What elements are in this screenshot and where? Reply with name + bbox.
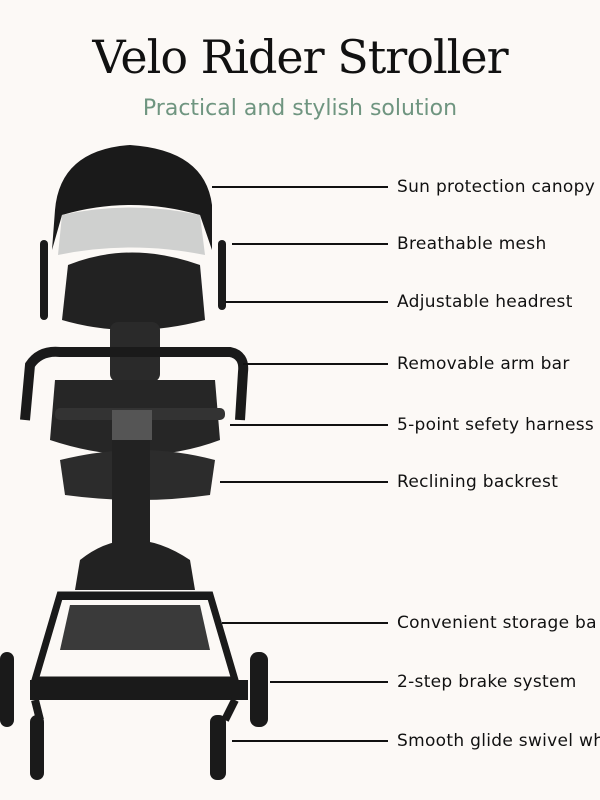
feature-label: Smooth glide swivel wh xyxy=(397,731,600,751)
canopy xyxy=(52,145,212,250)
leader-line xyxy=(220,481,388,483)
leader-line xyxy=(225,301,388,303)
feature-label: 5-point sefety harness xyxy=(397,415,595,435)
leader-line xyxy=(212,186,388,188)
feature-label: Removable arm bar xyxy=(397,354,570,374)
feature-callout-headrest: Adjustable headrest xyxy=(0,290,600,314)
leader-line xyxy=(230,424,388,426)
leader-line xyxy=(232,243,388,245)
feature-label: Reclining backrest xyxy=(397,472,559,492)
feature-callout-brake: 2-step brake system xyxy=(0,670,600,694)
stroller-image xyxy=(0,145,268,780)
feature-callout-storage: Convenient storage ba xyxy=(0,611,600,635)
leader-line xyxy=(222,622,388,624)
feature-callout-mesh: Breathable mesh xyxy=(0,232,600,256)
feature-callout-harness: 5-point sefety harness xyxy=(0,413,600,437)
feature-label: Breathable mesh xyxy=(397,234,547,254)
headrest xyxy=(62,252,205,330)
feature-label: 2-step brake system xyxy=(397,672,577,692)
mesh xyxy=(58,207,205,255)
feature-callout-arm-bar: Removable arm bar xyxy=(0,352,600,376)
page-subtitle: Practical and stylish solution xyxy=(142,96,458,121)
leader-line xyxy=(243,363,388,365)
feature-label: Adjustable headrest xyxy=(397,292,573,312)
leader-line xyxy=(270,681,388,683)
feature-callout-canopy: Sun protection canopy xyxy=(0,175,600,199)
feature-label: Convenient storage ba xyxy=(397,613,597,633)
feature-label: Sun protection canopy xyxy=(397,177,596,197)
page-title: Velo Rider Stroller xyxy=(92,30,508,84)
arm-bar xyxy=(20,346,249,421)
feature-callout-backrest: Reclining backrest xyxy=(0,470,600,494)
feature-callout-wheels: Smooth glide swivel wh xyxy=(0,729,600,753)
leader-line xyxy=(232,740,388,742)
